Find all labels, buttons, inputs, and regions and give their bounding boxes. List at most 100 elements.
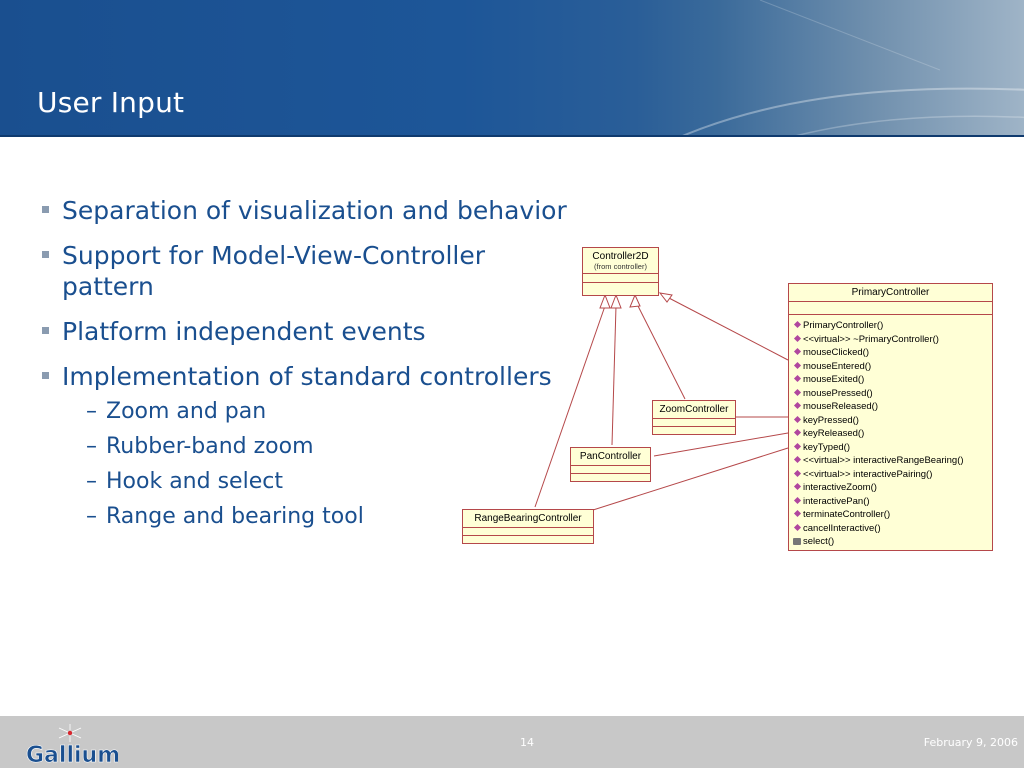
operation-name: cancelInteractive() [803,522,881,534]
operation: <<virtual>> ~PrimaryController() [793,333,990,347]
dash-bullet-icon: – [86,399,97,424]
sub-bullet-item: –Hook and select [40,468,570,496]
public-method-icon [793,401,802,410]
dash-bullet-icon: – [86,434,97,459]
class-operations [583,282,658,288]
operation: <<virtual>> interactiveRangeBearing() [793,454,990,468]
operation: PrimaryController() [793,319,990,333]
bullet-item: Separation of visualization and behavior [40,195,570,226]
bullet-item: Implementation of standard controllers [40,361,570,392]
class-attributes [571,465,650,473]
slide-footer: Gallium 14 February 9, 2006 [0,716,1024,768]
public-method-icon [793,523,802,531]
operation-name: mousePressed() [803,387,873,399]
slide-date: February 9, 2006 [923,736,1018,749]
operation: keyTyped() [793,441,990,455]
class-operations [463,535,593,540]
public-method-icon [793,388,802,396]
operation: keyReleased() [793,427,990,441]
class-operations: PrimaryController() <<virtual>> ~Primary… [789,314,992,551]
gallium-logo: Gallium [26,724,118,766]
sub-bullet-text: Zoom and pan [106,399,267,424]
operation-name: mouseClicked() [803,347,869,358]
operation: cancelInteractive() [793,522,990,536]
class-attributes [789,301,992,314]
operation-name: mouseExited() [803,374,865,385]
operation: mouseEntered() [793,360,990,374]
operation-name: interactivePan() [803,495,870,507]
operation-name: select() [803,536,835,547]
class-name: Controller2D [592,251,649,262]
sub-bullet-item: –Range and bearing tool [40,503,570,531]
operation: terminateController() [793,508,990,522]
public-method-icon [793,361,802,369]
sub-bullet-text: Range and bearing tool [106,504,364,529]
operation: select() [793,535,990,549]
public-method-icon [793,428,802,437]
operation-name: <<virtual>> interactivePairing() [803,468,933,480]
public-method-icon [793,469,802,477]
operation-name: terminateController() [803,509,891,520]
svg-text:Gallium: Gallium [26,743,118,766]
class-name: RangeBearingController [474,513,582,524]
public-method-icon [793,496,802,504]
class-operations [571,473,650,478]
page-number: 14 [520,736,534,749]
class-name: PrimaryController [851,287,930,298]
class-name: PanController [579,451,642,462]
class-pan-controller: PanController [570,447,651,482]
square-bullet-icon [42,251,49,258]
public-method-icon [793,334,802,342]
bullet-text: Platform independent events [62,317,426,346]
operation-name: keyPressed() [803,414,859,426]
sub-bullet-text: Rubber-band zoom [106,434,314,459]
operation-name: <<virtual>> ~PrimaryController() [803,333,939,345]
inheritance-arrow [610,293,622,309]
operation-name: keyReleased() [803,428,865,439]
bullet-item: Platform independent events [40,316,570,347]
class-controller2d: Controller2D (from controller) [582,247,659,296]
public-method-icon [793,320,802,329]
dash-bullet-icon: – [86,469,97,494]
square-bullet-icon [42,372,49,379]
operation: interactivePan() [793,495,990,509]
public-method-icon [793,482,802,491]
operation: <<virtual>> interactivePairing() [793,468,990,482]
globe-image [627,0,1024,137]
class-range-bearing-controller: RangeBearingController [462,509,594,544]
square-bullet-icon [42,327,49,334]
uml-class-diagram: Controller2D (from controller) PrimaryCo… [455,240,1015,570]
bullet-text: Separation of visualization and behavior [62,196,567,225]
sub-bullet-text: Hook and select [106,469,283,494]
square-bullet-icon [42,206,49,213]
operation: mouseClicked() [793,346,990,360]
inheritance-arrow [599,293,611,309]
operation: interactiveZoom() [793,481,990,495]
public-method-icon [793,442,802,450]
operation: mousePressed() [793,387,990,401]
public-method-icon [793,347,802,356]
operation-name: interactiveZoom() [803,482,877,493]
slide-header: User Input [0,0,1024,137]
bullet-text: Support for Model-View-Controller patter… [62,241,486,301]
sub-bullet-item: –Rubber-band zoom [40,433,570,461]
public-method-icon [793,415,802,423]
class-name: ZoomController [659,404,729,415]
class-attributes [463,527,593,535]
operation-name: <<virtual>> interactiveRangeBearing() [803,455,964,466]
public-method-icon [793,509,802,518]
class-attributes [583,273,658,282]
uml-connectors [534,292,789,511]
protected-method-icon [793,538,801,545]
class-attributes [653,418,735,426]
class-zoom-controller: ZoomController [652,400,736,435]
bullet-item: Support for Model-View-Controller patter… [40,240,570,302]
class-primary-controller: PrimaryController PrimaryController() <<… [788,283,993,551]
slide-title: User Input [37,86,185,119]
operation: keyPressed() [793,414,990,428]
inheritance-arrow [658,292,673,303]
class-operations [653,426,735,431]
header-rule [0,135,1024,137]
public-method-icon [793,455,802,464]
operation-name: mouseReleased() [803,401,878,412]
